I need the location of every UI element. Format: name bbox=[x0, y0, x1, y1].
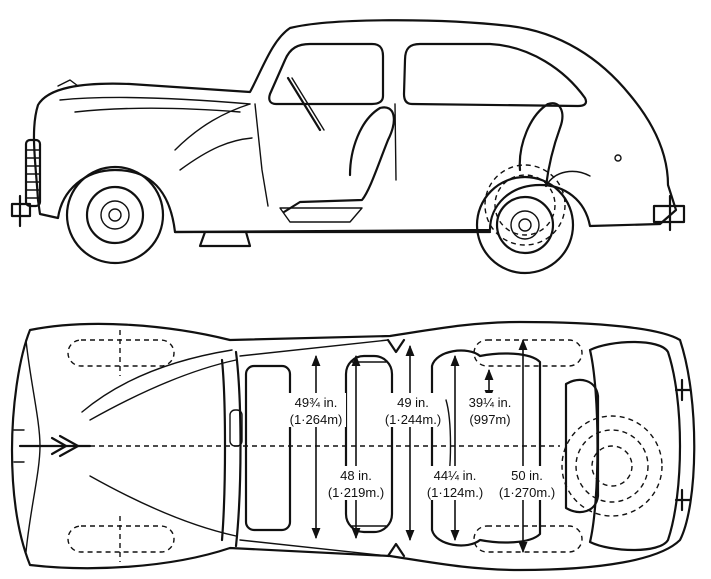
rear-window-plan bbox=[588, 340, 682, 552]
front-grille bbox=[10, 138, 42, 228]
rear-bumper bbox=[614, 154, 686, 232]
dimension-label-2: 49 in. (1·244m.) bbox=[384, 393, 441, 427]
side-view bbox=[10, 19, 686, 275]
dim-5-metric: (1·124m.) bbox=[427, 485, 483, 500]
front-side-window bbox=[268, 42, 385, 106]
side-body-outline bbox=[32, 19, 678, 234]
front-seat-plan bbox=[344, 354, 394, 534]
dim-2-imperial: 49 in. bbox=[397, 395, 429, 410]
front-floor bbox=[244, 364, 292, 532]
front-wheel bbox=[65, 165, 165, 265]
dimension-label-4: 48 in. (1·219m.) bbox=[328, 466, 384, 500]
dim-3-imperial: 39¼ in. bbox=[469, 395, 512, 410]
dim-4-metric: (1·219m.) bbox=[328, 485, 384, 500]
bonnet-line bbox=[59, 96, 251, 105]
plan-body-outline bbox=[10, 320, 696, 572]
dimension-label-3: 39¼ in. (997m) bbox=[462, 393, 518, 427]
dimension-label-1: 49¾ in. (1·264m) bbox=[286, 393, 346, 427]
spare-wheel bbox=[561, 415, 663, 517]
rear-seat-plan bbox=[430, 349, 542, 547]
dim-6-metric: (1·270m.) bbox=[499, 485, 555, 500]
dim-6-imperial: 50 in. bbox=[511, 468, 543, 483]
dimension-label-5: 44¼ in. (1·124m.) bbox=[426, 466, 484, 500]
dim-5-imperial: 44¼ in. bbox=[434, 468, 477, 483]
rear-wheel bbox=[475, 164, 575, 275]
rear-side-window bbox=[402, 42, 588, 108]
headlamps bbox=[67, 330, 175, 562]
plan-view bbox=[10, 320, 696, 572]
dim-1-imperial: 49¾ in. bbox=[295, 395, 338, 410]
dim-3-metric: (997m) bbox=[469, 412, 510, 427]
rear-seat bbox=[518, 102, 564, 188]
dimension-lines bbox=[311, 338, 528, 554]
front-seat bbox=[282, 106, 395, 214]
dimension-label-6: 50 in. (1·270m.) bbox=[496, 466, 558, 500]
dim-1-metric: (1·264m) bbox=[290, 412, 343, 427]
dim-2-metric: (1·244m.) bbox=[385, 412, 441, 427]
dim-4-imperial: 48 in. bbox=[340, 468, 372, 483]
